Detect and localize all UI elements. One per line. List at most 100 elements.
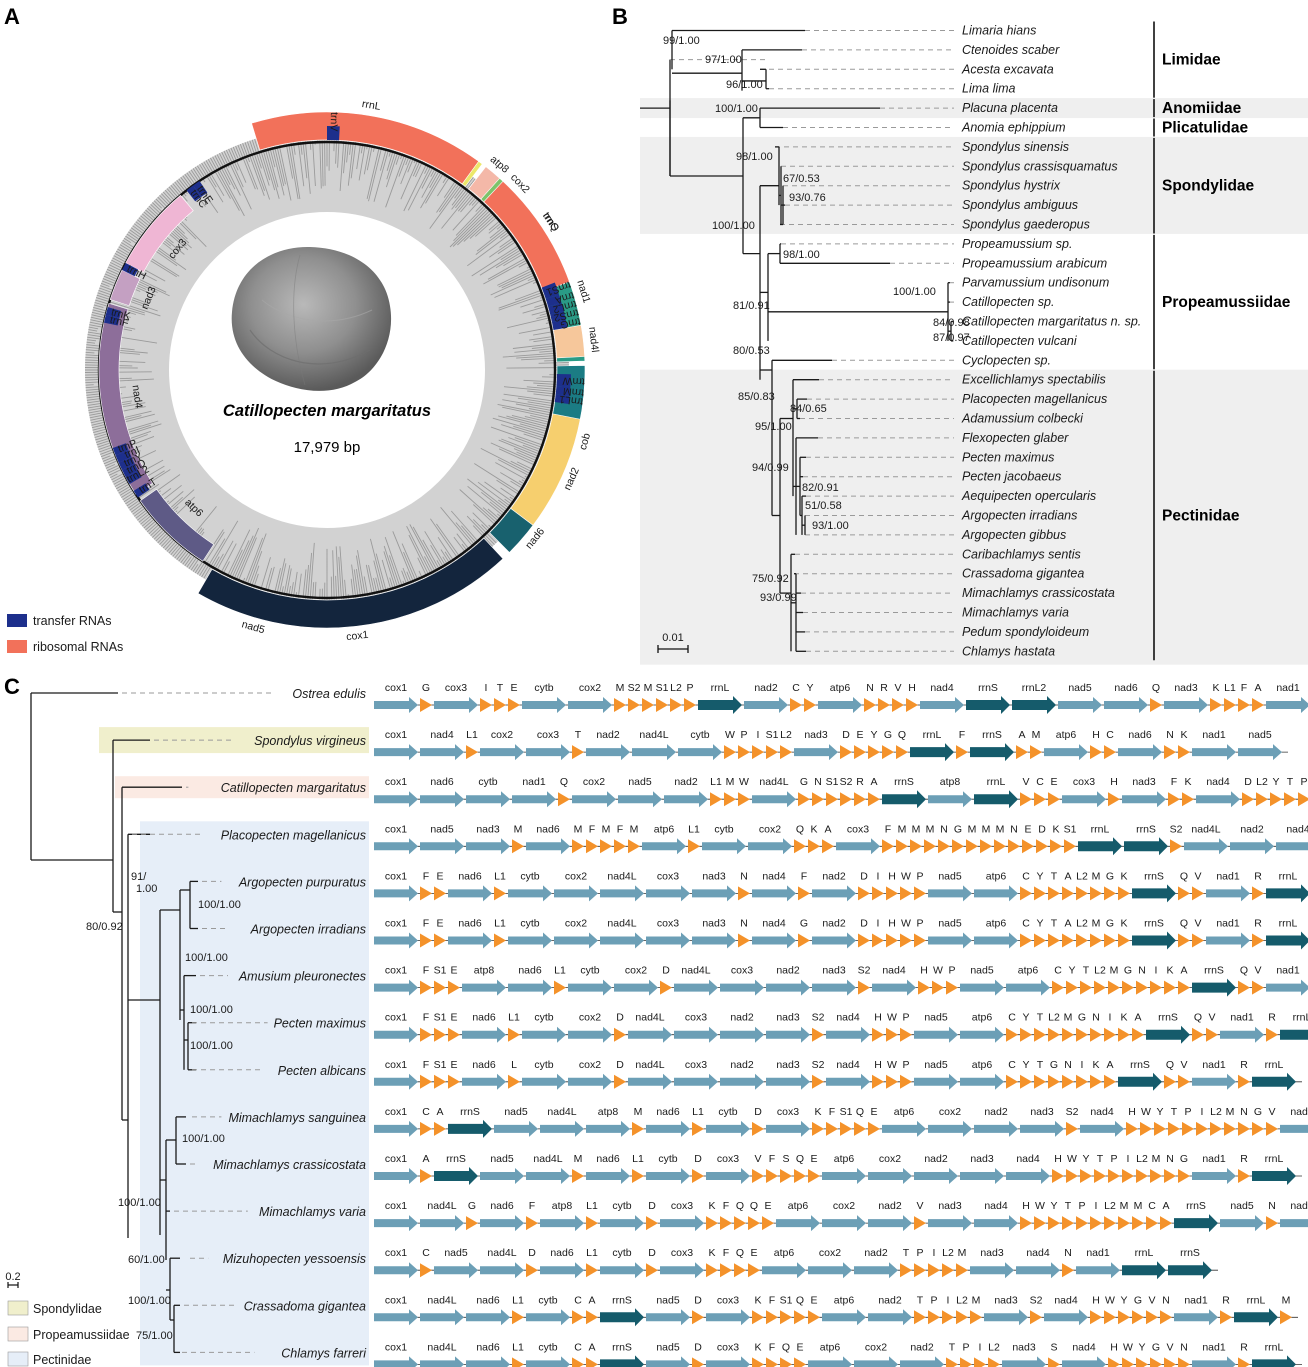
gene-label: Q: [560, 776, 568, 788]
tip-label: Adamussium colbecki: [961, 412, 1084, 426]
protein-gene: [466, 791, 510, 808]
gene-arc-nad4l: [553, 324, 585, 359]
gene-label: rrnS: [612, 1341, 632, 1353]
gene-label: T: [917, 1294, 924, 1306]
protein-gene: [480, 1168, 524, 1184]
protein-gene: [434, 697, 478, 713]
protein-gene: [960, 979, 1004, 996]
protein-gene: [822, 1168, 866, 1184]
trna-gene: [1206, 1027, 1218, 1042]
trna-gene: [710, 792, 722, 807]
trna-gene: [956, 745, 968, 760]
gene-label: C: [1022, 918, 1030, 930]
gene-label: cytb: [478, 776, 497, 788]
gene-label: nad2: [776, 965, 800, 977]
protein-gene: [854, 1356, 898, 1367]
protein-gene: [914, 1073, 958, 1090]
gene-label: I: [1155, 965, 1158, 977]
gene-label: S1: [840, 1106, 853, 1118]
legend-swatch-rrna: [7, 640, 27, 653]
trna-gene: [1178, 745, 1190, 760]
trna-gene: [420, 980, 432, 995]
gene-label: Q: [856, 1106, 864, 1118]
band-spondylidae: [640, 136, 1308, 234]
gene-label: rrnS: [1186, 1200, 1206, 1212]
gene-label: D: [842, 729, 850, 741]
gene-label: P: [1078, 1200, 1085, 1212]
support-value: 100/1.00: [198, 899, 241, 911]
tip-label: Pedum spondyloideum: [962, 625, 1089, 639]
gene-label: cox1: [385, 1341, 407, 1353]
gene-label: cox3: [847, 823, 869, 835]
gene-label: I: [979, 1341, 982, 1353]
tip-label: Placuna placenta: [962, 101, 1058, 115]
trna-gene: [790, 698, 802, 712]
trna-gene: [494, 698, 506, 712]
trna-gene: [738, 745, 750, 760]
trna-gene: [646, 1263, 658, 1278]
trna-gene: [434, 980, 446, 995]
trna-gene: [1104, 745, 1116, 760]
trna-gene: [1132, 1027, 1144, 1042]
trna-gene: [794, 839, 806, 854]
gene-label: S2: [1066, 1106, 1079, 1118]
trna-gene: [1140, 1121, 1152, 1136]
gene-label: nad5: [924, 1059, 948, 1071]
gene-label: nad4: [130, 384, 145, 409]
trna-gene: [420, 1263, 432, 1278]
trna-gene: [1266, 1121, 1278, 1136]
gene-label: cytb: [658, 1153, 677, 1165]
trna-gene: [762, 1216, 774, 1231]
protein-gene: [374, 1215, 418, 1232]
gene-label: G: [1180, 1153, 1188, 1165]
gene-label: V: [1194, 870, 1201, 882]
trna-gene: [752, 745, 764, 760]
gene-label: G: [422, 682, 430, 694]
gene-label: A: [1180, 965, 1187, 977]
gene-label: cox2: [565, 918, 587, 930]
protein-gene: [600, 1262, 644, 1279]
gene-label: nad6: [1128, 729, 1152, 741]
trna-gene: [586, 1310, 598, 1325]
gene-label: P: [916, 918, 923, 930]
trna-gene: [932, 980, 944, 995]
gene-label: nad6: [476, 1341, 500, 1353]
trna-gene: [914, 1310, 926, 1325]
trna-block: [115, 450, 132, 463]
protein-gene: [868, 1309, 912, 1326]
trna-gene: [886, 1074, 898, 1089]
gene-label: rrnL2: [1022, 682, 1047, 694]
gene-label: E: [510, 682, 517, 694]
trna-gene: [822, 839, 834, 854]
trna-gene: [1242, 792, 1254, 807]
gene-label: P: [1184, 1106, 1191, 1118]
gene-label: N: [1240, 1106, 1248, 1118]
trna-gene: [798, 886, 810, 901]
gene-label: nad3: [1132, 776, 1156, 788]
protein-gene: [572, 791, 616, 808]
protein-gene: [928, 1215, 972, 1232]
gene-label: K: [1212, 682, 1219, 694]
trna-gene: [720, 1263, 732, 1278]
gene-label: nad2: [822, 918, 846, 930]
protein-gene: [374, 838, 418, 855]
gene-label: rrnL: [1247, 1294, 1266, 1306]
gene-label: M: [982, 823, 991, 835]
gene-label: nad3: [702, 918, 726, 930]
trna-gene: [1238, 1169, 1250, 1183]
protein-gene: [540, 1215, 584, 1232]
trna-gene: [600, 839, 612, 854]
gene-label: P: [1300, 776, 1307, 788]
gene-label: M: [1092, 918, 1101, 930]
gene-label: A: [1134, 1012, 1141, 1024]
protein-gene: [1220, 1215, 1264, 1232]
taxon-label: Argopecten irradians: [250, 923, 366, 937]
rrna-gene: [1266, 931, 1308, 950]
trna-gene: [752, 1169, 764, 1183]
gene-label: C: [574, 1341, 582, 1353]
protein-gene: [920, 697, 964, 713]
protein-gene: [1192, 1168, 1236, 1184]
gene-label: nad4: [1090, 1106, 1114, 1118]
panel-label-a: A: [4, 4, 20, 29]
